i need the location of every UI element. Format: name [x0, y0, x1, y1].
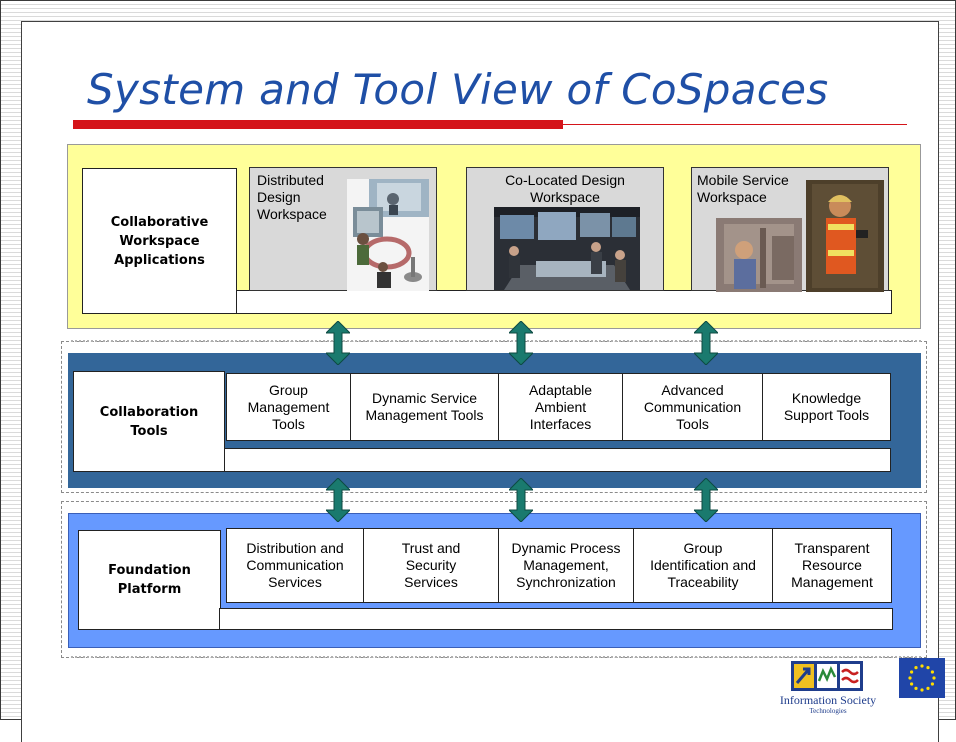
tool-knowledge-support: Knowledge Support Tools: [783, 390, 870, 423]
title-underline-thin: [563, 124, 907, 125]
information-society-subtext: Technologies: [809, 707, 847, 715]
slide-title: System and Tool View of CoSpaces: [87, 65, 829, 114]
foundation-label: Foundation Platform: [78, 530, 221, 630]
collaboration-layer: Collaboration Tools Group Management Too…: [68, 353, 921, 488]
tool-group-management: Group Management Tools: [227, 374, 351, 440]
dotted-separator-bottom: [71, 656, 921, 658]
applications-layer: Collaborative Workspace Applications Dis…: [67, 144, 921, 329]
tool-dynamic-service-management: Dynamic Service Management Tools: [351, 374, 499, 440]
collaboration-tools-row: Group Management Tools Dynamic Service M…: [226, 373, 891, 441]
dotted-separator-top: [71, 340, 921, 342]
foundation-layer: Foundation Platform Distribution and Com…: [68, 513, 921, 648]
service-dynamic-process-management: Dynamic Process Management, Synchronizat…: [499, 529, 634, 602]
service-group-identification: Group Identification and Traceability: [634, 529, 773, 602]
information-society-text: Information Society: [779, 693, 877, 707]
workspace-title: Distributed Design Workspace: [257, 172, 327, 222]
foundation-services-row: Distribution and Communication Services …: [226, 528, 892, 603]
eu-flag-icon: [899, 658, 945, 698]
service-transparent-resource-management: Transparent Resource Management: [791, 540, 873, 590]
field-worker-photo: [716, 180, 884, 292]
information-society-logo: Information Society Technologies: [777, 661, 879, 717]
service-distribution-communication: Distribution and Communication Services: [227, 529, 364, 602]
double-arrow-icon: [326, 321, 350, 365]
foundation-base-bar: [219, 608, 893, 630]
title-underline: [73, 120, 563, 129]
meeting-room-photo: [494, 207, 640, 290]
service-trust-security: Trust and Security Services: [364, 529, 499, 602]
double-arrow-icon: [509, 321, 533, 365]
workspace-distributed-design: Distributed Design Workspace: [249, 167, 437, 291]
applications-label: Collaborative Workspace Applications: [82, 168, 237, 314]
workspace-title: Co-Located Design Workspace: [505, 172, 625, 205]
engineers-collage-photo: [347, 179, 429, 291]
tool-advanced-communication: Advanced Communication Tools: [623, 374, 763, 440]
collaboration-label: Collaboration Tools: [73, 371, 225, 472]
applications-base-bar: [236, 290, 892, 314]
double-arrow-icon: [326, 478, 350, 522]
workspace-co-located-design: Co-Located Design Workspace: [466, 167, 664, 291]
information-society-emblem-icon: [791, 661, 863, 691]
double-arrow-icon: [509, 478, 533, 522]
collaboration-base-bar: [224, 448, 891, 472]
double-arrow-icon: [694, 321, 718, 365]
tool-adaptable-ambient-interfaces: Adaptable Ambient Interfaces: [499, 374, 623, 440]
workspace-mobile-service: Mobile Service Workspace: [691, 167, 889, 292]
double-arrow-icon: [694, 478, 718, 522]
workspace-title: Mobile Service Workspace: [697, 172, 789, 205]
